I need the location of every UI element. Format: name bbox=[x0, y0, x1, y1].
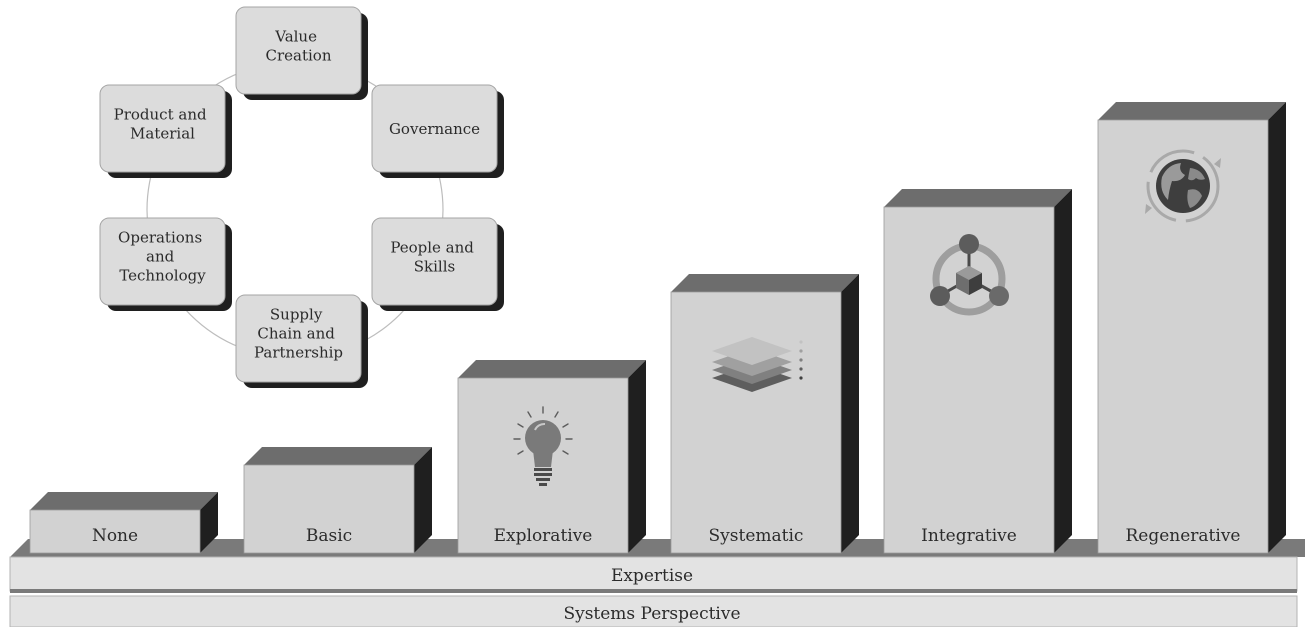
level-column-none: None bbox=[29, 492, 218, 554]
level-label-integrative: Integrative bbox=[921, 526, 1017, 546]
cycle-item-operations-technology: Operations and Technology bbox=[99, 217, 232, 311]
cycle-item-people-and-skills-label: People and Skills bbox=[390, 239, 478, 276]
cycle-item-product-material: Product and Material bbox=[99, 84, 232, 178]
level-column-systematic: Systematic bbox=[670, 274, 859, 554]
cycle-item-value-creation: Value Creation bbox=[235, 6, 368, 100]
level-label-explorative: Explorative bbox=[494, 526, 593, 546]
expertise-bar: Expertise bbox=[9, 556, 1298, 593]
cycle-item-supply-chain: Supply Chain and Partnership bbox=[235, 294, 368, 388]
systems-perspective-label: Systems Perspective bbox=[563, 604, 740, 624]
layers-icon bbox=[712, 337, 803, 392]
level-label-systematic: Systematic bbox=[709, 526, 804, 546]
cycle-item-operations-technology-label: Operations and Technology bbox=[118, 229, 207, 285]
level-column-regenerative: Regenerative bbox=[1097, 102, 1286, 554]
globe-cycle-icon bbox=[1145, 149, 1221, 223]
level-column-explorative: Explorative bbox=[457, 360, 646, 554]
cycle-item-product-material-label: Product and Material bbox=[114, 106, 212, 143]
cycle-item-people-and-skills: People and Skills bbox=[371, 217, 504, 311]
systems-perspective-bar: Systems Perspective bbox=[9, 595, 1298, 627]
level-label-regenerative: Regenerative bbox=[1125, 526, 1240, 546]
cycle-item-value-creation-label: Value Creation bbox=[266, 28, 332, 65]
level-column-integrative: Integrative bbox=[883, 189, 1072, 554]
network-icon bbox=[930, 234, 1009, 316]
cycle-item-governance-label: Governance bbox=[389, 120, 480, 138]
level-label-none: None bbox=[92, 526, 138, 546]
level-label-basic: Basic bbox=[306, 526, 352, 546]
cycle-item-supply-chain-label: Supply Chain and Partnership bbox=[254, 306, 343, 362]
lightbulb-icon bbox=[513, 406, 573, 486]
cycle-item-governance: Governance bbox=[371, 84, 504, 178]
expertise-label: Expertise bbox=[611, 566, 693, 586]
level-column-basic: Basic bbox=[243, 447, 432, 554]
